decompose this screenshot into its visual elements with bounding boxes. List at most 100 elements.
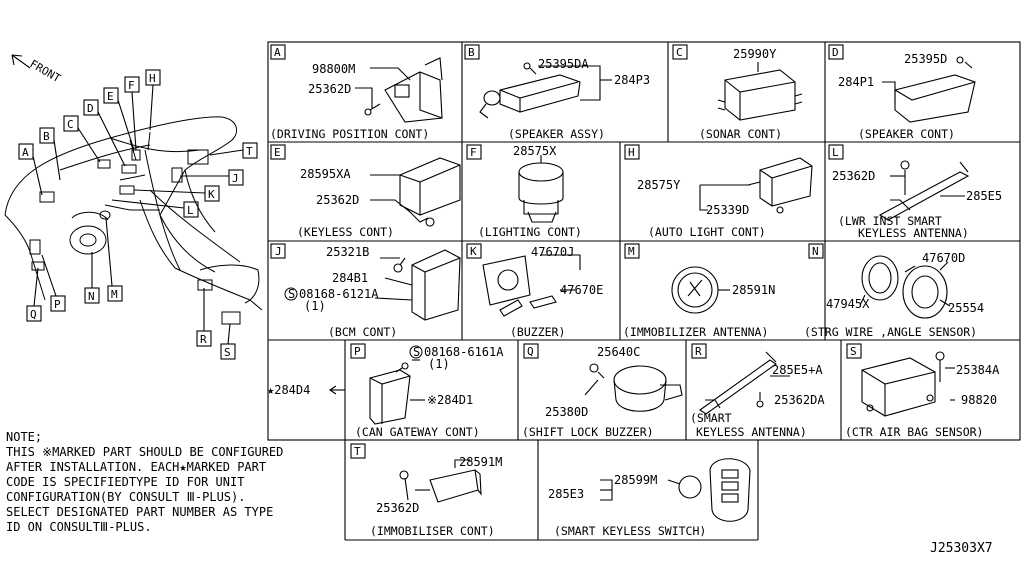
part-number: 98800M (312, 62, 355, 76)
panel-b: B 25395DA 284P3 (SPEAKER ASSY) (468, 46, 650, 141)
outside-part-leader (329, 385, 345, 395)
part-number: 25384A (956, 363, 1000, 377)
panel-letter: Q (527, 345, 534, 358)
part-number: 28575Y (637, 178, 681, 192)
buzzer-icon (482, 254, 581, 317)
front-label: FRONT (28, 57, 64, 85)
panel-caption: (SPEAKER ASSY) (508, 127, 605, 141)
auto-light-sensor-icon (699, 157, 813, 214)
note-line: THIS ※MARKED PART SHOULD BE CONFIGURED (6, 445, 283, 459)
part-number: 47945X (826, 297, 870, 311)
note-line: CONFIGURATION(BY CONSULT Ⅲ-PLUS). (6, 490, 245, 504)
panel-d: D 25395D 284P1 (SPEAKER CONT) (832, 46, 955, 141)
part-number: 25554 (948, 301, 984, 315)
bcm-module-icon (374, 249, 461, 321)
part-number: 285E5+A (772, 363, 823, 377)
panel-q: Q 25640C 25380D (SHIFT LOCK BUZZER) (522, 345, 654, 439)
lower-inst-antenna-icon (878, 160, 970, 221)
part-number: 28595XA (300, 167, 351, 181)
immobiliser-module-icon (399, 459, 482, 503)
part-number: 47670D (922, 251, 965, 265)
part-number: 25362D (316, 193, 359, 207)
callout-k: K (208, 188, 215, 201)
panel-caption-line2: KEYLESS ANTENNA) (696, 425, 807, 439)
panel-l: L 25362D 285E5 (LWR INST SMART KEYLESS A… (832, 146, 1002, 240)
part-number: 25395DA (538, 57, 589, 71)
part-number: 47670E (560, 283, 603, 297)
note-line: AFTER INSTALLATION. EACH★MARKED PART (6, 460, 266, 474)
panel-letter: P (354, 345, 361, 358)
panel-k: K 47670J 47670E (BUZZER) (470, 245, 603, 339)
part-quantity: (1) (428, 357, 450, 371)
outside-part-number: ★284D4 (267, 383, 310, 397)
panel-grid (267, 41, 1021, 541)
front-arrow-icon (11, 54, 31, 69)
note-line: ID ON CONSULTⅢ-PLUS. (6, 520, 152, 534)
immobilizer-antenna-icon (671, 266, 730, 314)
callout-c: C (67, 118, 74, 131)
part-number: 25990Y (733, 47, 777, 61)
part-number: 25395D (904, 52, 947, 66)
callout-f: F (128, 79, 135, 92)
part-number: 25362D (376, 501, 419, 515)
panel-letter: B (468, 46, 475, 59)
panel-caption: (IMMOBILISER CONT) (370, 524, 495, 538)
callout-l: L (187, 204, 194, 217)
callout-m: M (111, 288, 118, 301)
screw-symbol-icon (284, 287, 298, 301)
dashboard-overview (4, 116, 263, 325)
part-number: 28591N (732, 283, 775, 297)
overview-callouts (18, 69, 258, 360)
part-number: 25362DA (774, 393, 825, 407)
panel-letter: L (832, 146, 839, 159)
panel-s: S 25384A 98820 (CTR AIR BAG SENSOR) (845, 345, 1000, 439)
part-number: 284B1 (332, 271, 368, 285)
panel-letter: R (695, 345, 702, 358)
callout-r: R (200, 333, 207, 346)
panel-caption: (SMART KEYLESS SWITCH) (554, 524, 706, 538)
callout-e: E (107, 90, 114, 103)
part-number: ※284D1 (427, 393, 473, 407)
panel-letter-boxes (270, 44, 862, 459)
panel-letter: M (628, 245, 635, 258)
note-line: SELECT DESIGNATED PART NUMBER AS TYPE (6, 505, 273, 519)
panel-c: C 25990Y (SONAR CONT) (676, 46, 782, 141)
panel-f: F 28575X (LIGHTING CONT) (470, 144, 582, 239)
part-number: 28599M (614, 473, 657, 487)
keyless-module-icon (370, 157, 461, 227)
callout-a: A (22, 146, 29, 159)
part-number: 25640C (597, 345, 640, 359)
callout-n: N (88, 290, 95, 303)
panel-caption: (AUTO LIGHT CONT) (648, 225, 766, 239)
panel-letter: H (628, 146, 635, 159)
panel-letter: S (850, 345, 857, 358)
panel-caption: (CAN GATEWAY CONT) (355, 425, 480, 439)
part-number: 25321B (326, 245, 369, 259)
panel-caption: (STRG WIRE ,ANGLE SENSOR) (804, 325, 977, 339)
part-number: 08168-6161A (424, 345, 504, 359)
panel-n: N 47670D 47945X 25554 (STRG WIRE ,ANGLE … (804, 245, 984, 339)
speaker-assy-icon (479, 62, 612, 119)
panel-a: A 98800M 25362D (DRIVING POSITION CONT) (270, 46, 429, 141)
panel-letter: K (470, 245, 477, 258)
panel-caption: (SMART (690, 411, 732, 425)
callout-j: J (232, 172, 239, 185)
note-line: NOTE; (6, 430, 42, 444)
part-number: 25339D (706, 203, 749, 217)
callout-s: S (224, 346, 231, 359)
screw-symbol-letter: S (413, 345, 420, 359)
sonar-module-icon (717, 62, 803, 121)
callout-h: H (149, 72, 156, 85)
panel-caption: (CTR AIR BAG SENSOR) (845, 425, 983, 439)
speaker-control-icon (882, 56, 976, 123)
part-number: 08168-6121A (299, 287, 379, 301)
part-number: 284P1 (838, 75, 874, 89)
can-gateway-icon (369, 359, 425, 425)
panel-caption: (SPEAKER CONT) (858, 127, 955, 141)
shift-lock-buzzer-icon (584, 363, 683, 412)
callout-p: P (54, 298, 61, 311)
air-bag-sensor-icon (861, 351, 955, 417)
screw-symbol-letter: S (288, 287, 295, 301)
